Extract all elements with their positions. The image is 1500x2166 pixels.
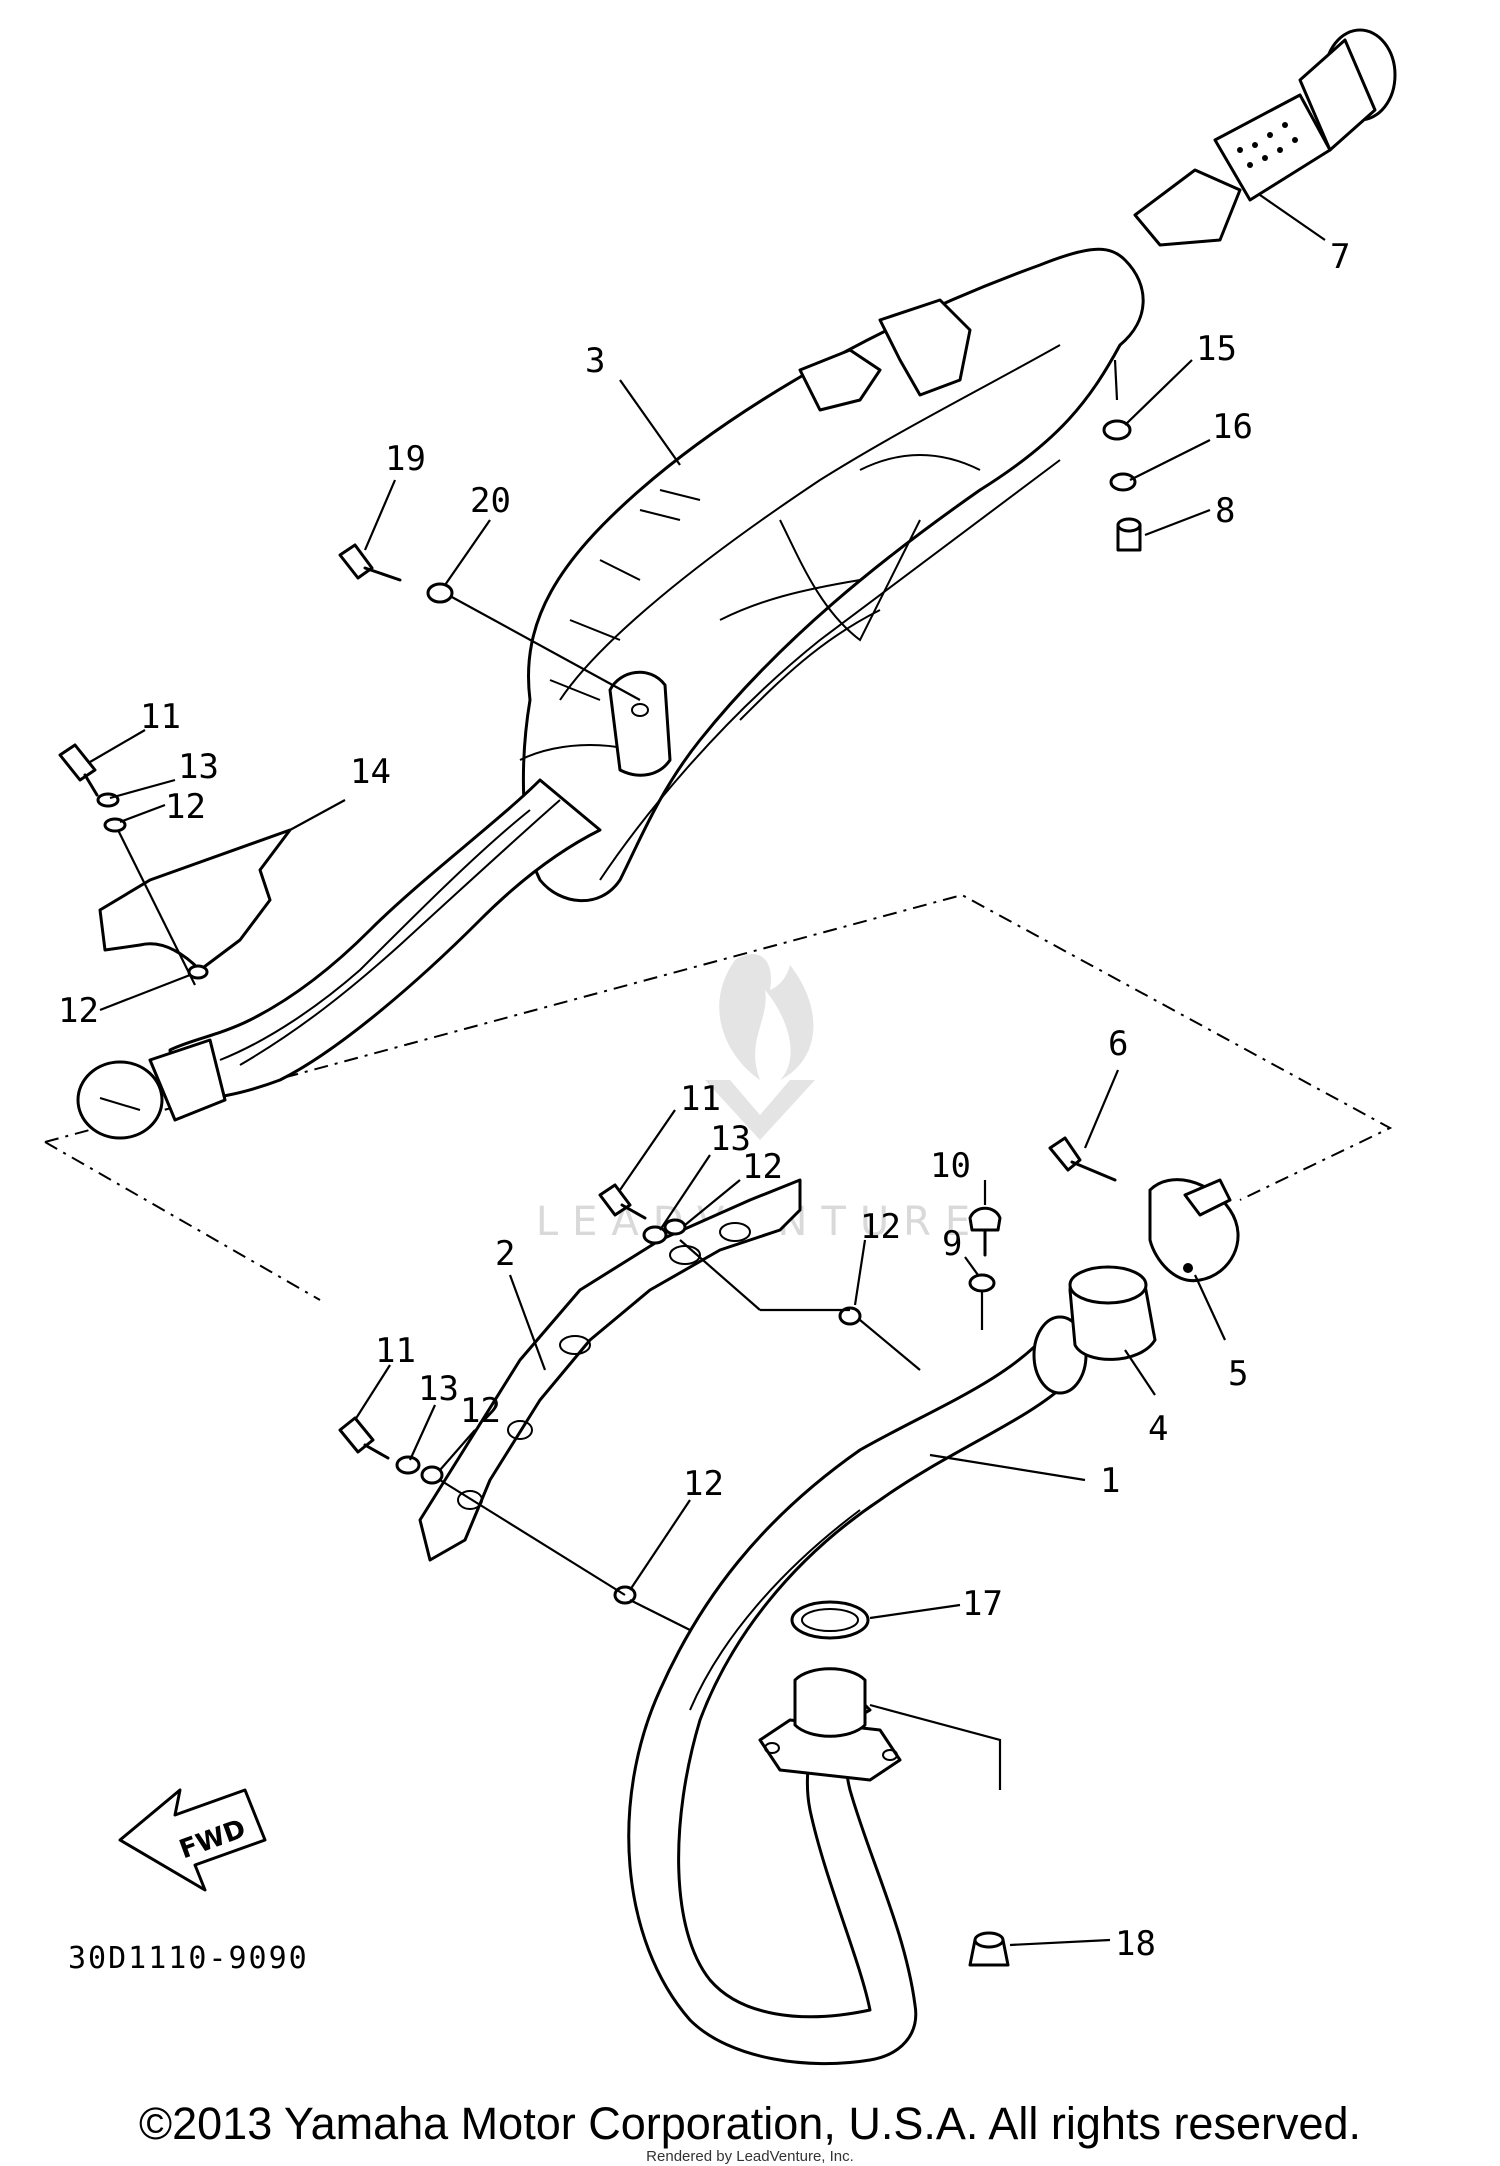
rendered-by-notice: Rendered by LeadVenture, Inc. xyxy=(646,2148,854,2165)
callout-13-middle: 13 xyxy=(710,1119,751,1159)
bolt-19 xyxy=(338,543,402,582)
forward-direction-arrow: FWD xyxy=(118,1788,267,1892)
support-bracket-holes xyxy=(457,1222,751,1510)
joint-sleeve xyxy=(1068,1265,1157,1361)
callout-8: 8 xyxy=(1215,491,1235,531)
callout-leaders xyxy=(89,194,1326,1947)
callout-5: 5 xyxy=(1228,1354,1248,1394)
callout-2: 2 xyxy=(495,1234,515,1274)
callout-11-lower: 11 xyxy=(375,1331,416,1371)
callout-12-middle: 12 xyxy=(742,1147,783,1187)
callout-12-upper: 12 xyxy=(165,787,206,827)
callout-6: 6 xyxy=(1108,1024,1128,1064)
gasket xyxy=(790,1600,870,1640)
callout-11-middle: 11 xyxy=(680,1079,721,1119)
callout-1: 1 xyxy=(1100,1461,1120,1501)
callout-12-right: 12 xyxy=(860,1207,901,1247)
callout-16: 16 xyxy=(1212,407,1253,447)
spark-arrestor xyxy=(1133,28,1397,247)
washer-20 xyxy=(426,582,454,604)
exhaust-pipe xyxy=(627,1315,1088,2066)
callout-11-upper: 11 xyxy=(140,697,181,737)
bolt-11-lower xyxy=(338,1416,390,1460)
callout-12-bottom: 12 xyxy=(683,1464,724,1504)
alignment-lines xyxy=(439,359,1119,1790)
reference-outline xyxy=(44,893,1393,1201)
bolt-6 xyxy=(1048,1136,1117,1182)
callout-12-lower: 12 xyxy=(460,1391,501,1431)
nut-18 xyxy=(968,1931,1010,1967)
reference-outline-lower xyxy=(44,1141,321,1301)
bolt-10 xyxy=(968,1206,1002,1257)
callout-14: 14 xyxy=(350,752,391,792)
callout-13-upper: 13 xyxy=(178,747,219,787)
washer-9 xyxy=(968,1273,996,1293)
callout-12-left: 12 xyxy=(58,991,99,1031)
callout-labels: 1 2 3 4 5 6 7 8 9 10 11 11 11 12 12 12 1… xyxy=(58,237,1350,1964)
callout-10: 10 xyxy=(930,1146,971,1186)
gasket-inner xyxy=(801,1608,859,1632)
callout-7: 7 xyxy=(1330,237,1350,277)
callout-4: 4 xyxy=(1148,1409,1168,1449)
washer-12-right xyxy=(838,1306,862,1326)
nut-13-lower xyxy=(395,1455,421,1475)
bolt-8 xyxy=(1116,517,1142,552)
callout-18: 18 xyxy=(1115,1924,1156,1964)
muffler-body xyxy=(76,247,1145,1140)
callout-17: 17 xyxy=(962,1584,1003,1624)
heat-protector xyxy=(98,828,292,972)
washer-16 xyxy=(1109,472,1137,492)
clamp xyxy=(1148,1178,1240,1283)
callout-3: 3 xyxy=(585,341,605,381)
washer-15 xyxy=(1102,419,1132,441)
washer-12-middle xyxy=(663,1218,687,1236)
callout-20: 20 xyxy=(470,481,511,521)
fasteners-upper-left xyxy=(58,743,209,986)
callout-13-lower: 13 xyxy=(418,1369,459,1409)
washer-12-lower xyxy=(420,1465,444,1485)
bolt-11-middle xyxy=(598,1183,647,1220)
callout-15: 15 xyxy=(1196,329,1237,369)
nut-13-middle xyxy=(642,1225,668,1245)
copyright-notice: ©2013 Yamaha Motor Corporation, U.S.A. A… xyxy=(138,2098,1362,2149)
callout-19: 19 xyxy=(385,439,426,479)
diagram-code: 30D1110-9090 xyxy=(68,1941,309,1976)
callout-9: 9 xyxy=(942,1224,962,1264)
